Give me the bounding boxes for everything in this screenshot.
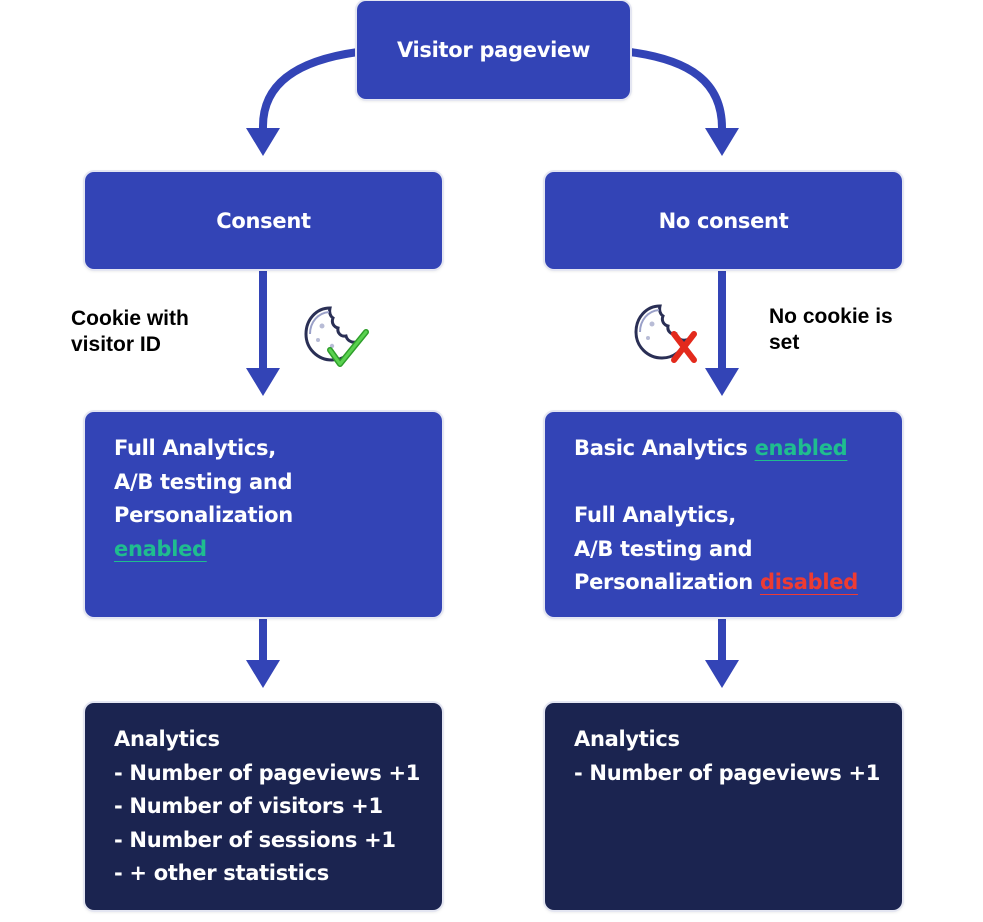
node-basic-analytics: Basic Analytics enabled Full Analytics, … xyxy=(545,412,902,617)
node-label: No consent xyxy=(658,208,789,233)
edge-label-line: set xyxy=(769,331,800,354)
arrowhead xyxy=(705,128,739,156)
edge-label-line: No cookie is xyxy=(769,305,893,328)
node-consent: Consent xyxy=(85,172,442,269)
analytics-item: - + other statistics xyxy=(114,861,329,885)
cookie-cross-icon xyxy=(634,304,697,363)
analytics-item: - Number of visitors +1 xyxy=(114,794,383,818)
node-text-line: Basic Analytics xyxy=(574,436,748,460)
arrowhead xyxy=(246,128,280,156)
node-no-consent: No consent xyxy=(545,172,902,269)
analytics-title: Analytics xyxy=(114,727,220,751)
edge-label-cookie: Cookie with visitor ID xyxy=(71,306,189,358)
node-analytics-consent: Analytics - Number of pageviews +1 - Num… xyxy=(85,703,442,910)
arrow-pageview-to-consent xyxy=(258,48,362,132)
analytics-item: - Number of sessions +1 xyxy=(114,827,396,852)
analytics-item: - Number of pageviews +1 xyxy=(574,760,881,785)
node-label: Consent xyxy=(216,208,311,233)
node-visitor-pageview: Visitor pageview xyxy=(357,1,630,99)
node-text-line: Full Analytics, xyxy=(574,503,736,527)
edge-label-no-cookie: No cookie is set xyxy=(769,304,893,356)
arrow-pageview-to-no-consent xyxy=(626,48,726,132)
arrowhead xyxy=(705,368,739,396)
node-analytics-no-consent: Analytics - Number of pageviews +1 xyxy=(545,703,902,910)
edge-label-line: visitor ID xyxy=(71,333,161,356)
node-text-line: A/B testing and xyxy=(574,536,753,561)
status-enabled: enabled xyxy=(754,436,848,460)
analytics-item: - Number of pageviews +1 xyxy=(114,760,421,785)
status-disabled: disabled xyxy=(759,570,858,594)
node-text-line: Personalization xyxy=(574,570,753,594)
node-label: Visitor pageview xyxy=(396,38,591,62)
node-text-line: Personalization xyxy=(114,503,293,527)
node-full-analytics-enabled: Full Analytics, A/B testing and Personal… xyxy=(85,412,442,617)
arrowhead xyxy=(705,660,739,688)
cookie-check-icon xyxy=(304,306,369,367)
arrowhead xyxy=(246,660,280,688)
edge-label-line: Cookie with xyxy=(71,307,189,330)
node-text-line: A/B testing and xyxy=(114,469,293,494)
node-text-line: Full Analytics, xyxy=(114,436,276,460)
analytics-title: Analytics xyxy=(574,727,680,751)
status-enabled: enabled xyxy=(114,536,207,561)
arrowhead xyxy=(246,368,280,396)
